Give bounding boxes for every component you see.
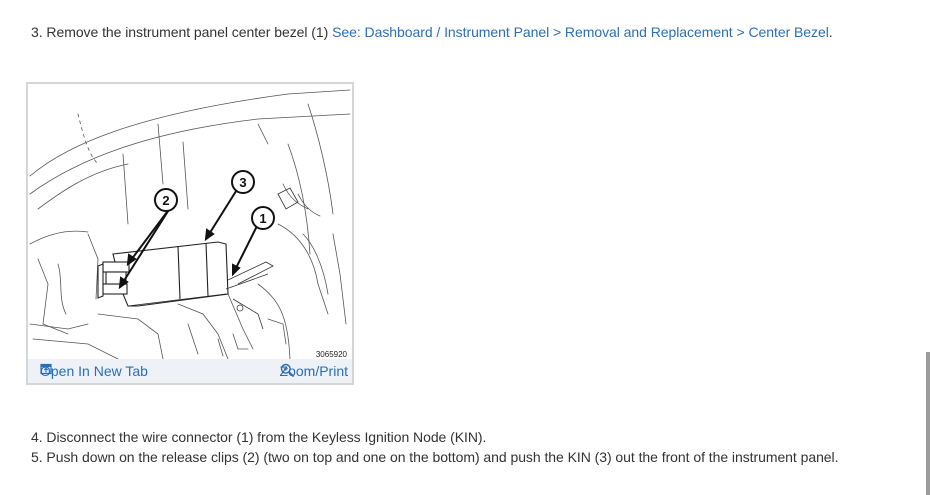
svg-text:1: 1 bbox=[259, 211, 266, 226]
callout-1: 1 bbox=[251, 206, 275, 230]
figure-image-id: 3065920 bbox=[315, 350, 347, 359]
step-5-text: 5. Push down on the release clips (2) (t… bbox=[31, 449, 839, 465]
callout-2: 2 bbox=[154, 188, 178, 212]
magnifier-zoom-icon bbox=[280, 363, 294, 377]
open-new-tab-button[interactable]: Open In New Tab bbox=[40, 363, 148, 379]
kin-illustration: 2 3 1 bbox=[29, 89, 351, 359]
zoom-print-label: Zoom/Print bbox=[279, 363, 348, 379]
page-scrollbar[interactable] bbox=[926, 352, 930, 495]
instrument-panel-figure: 2 3 1 3065920 Open In New Tab Zo bbox=[26, 82, 354, 385]
open-new-tab-label: Open In New Tab bbox=[40, 363, 148, 379]
step-3-label: 3. Remove the instrument panel center be… bbox=[31, 24, 333, 40]
svg-text:3: 3 bbox=[239, 175, 246, 190]
center-bezel-link[interactable]: See: Dashboard / Instrument Panel > Remo… bbox=[332, 24, 829, 40]
svg-text:2: 2 bbox=[162, 193, 169, 208]
zoom-print-button[interactable]: Zoom/Print bbox=[280, 363, 348, 379]
figure-toolbar: Open In New Tab Zoom/Print bbox=[28, 359, 352, 383]
callout-3: 3 bbox=[231, 170, 255, 194]
step-3-text: 3. Remove the instrument panel center be… bbox=[31, 24, 833, 40]
open-new-tab-icon bbox=[40, 363, 52, 375]
step-3-period: . bbox=[828, 24, 833, 40]
step-4-text: 4. Disconnect the wire connector (1) fro… bbox=[31, 429, 487, 445]
